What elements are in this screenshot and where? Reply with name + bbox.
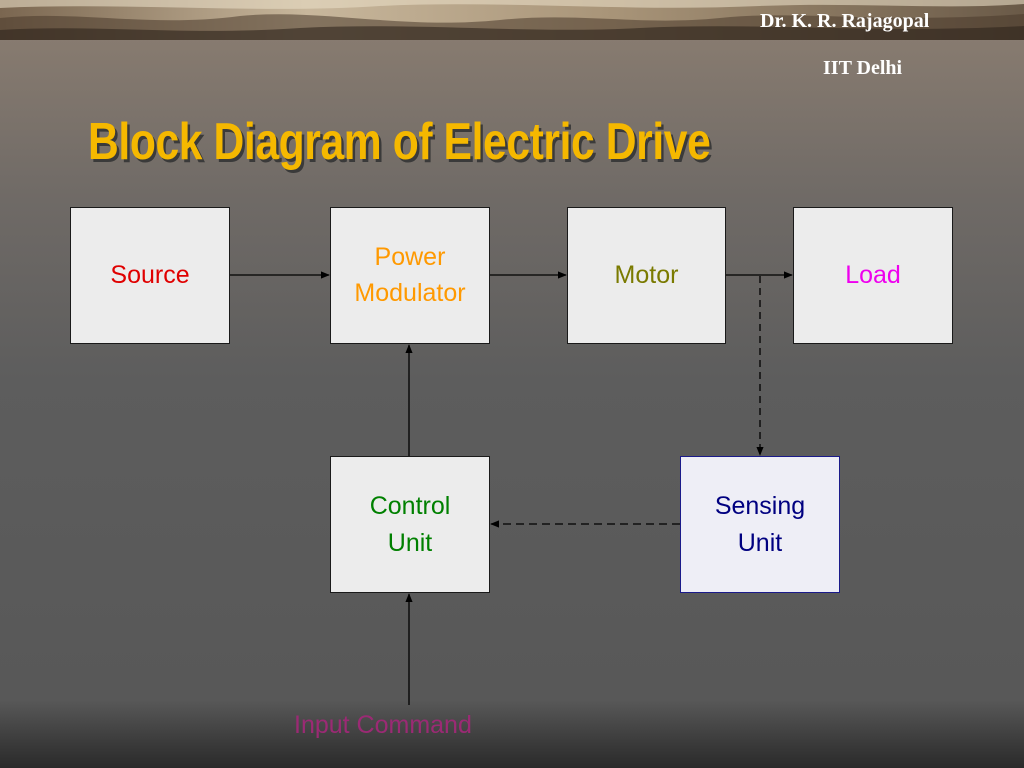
motor-label: Motor bbox=[614, 261, 679, 290]
source-block: Source bbox=[70, 207, 230, 344]
load-label: Load bbox=[845, 261, 901, 290]
control-unit-block: Control Unit bbox=[330, 456, 490, 593]
author-name: Dr. K. R. Rajagopal bbox=[760, 10, 930, 32]
power-modulator-label-line2: Modulator bbox=[354, 279, 466, 308]
control-unit-label-line2: Unit bbox=[387, 528, 433, 557]
motor-block: Motor bbox=[567, 207, 726, 344]
load-block: Load bbox=[793, 207, 953, 344]
power-modulator-block: Power Modulator bbox=[330, 207, 490, 344]
institution-name: IIT Delhi bbox=[823, 57, 903, 79]
input-command-label: Input Command bbox=[294, 711, 472, 739]
control-unit-label-line1: Control bbox=[369, 492, 451, 521]
sensing-unit-label-line2: Unit bbox=[737, 528, 783, 557]
header-banner bbox=[0, 0, 1024, 40]
source-label: Source bbox=[110, 261, 190, 290]
power-modulator-label-line1: Power bbox=[374, 243, 446, 271]
sensing-unit-block: Sensing Unit bbox=[680, 456, 840, 593]
slide-title: Block Diagram of Electric Drive bbox=[88, 113, 711, 171]
sensing-unit-label-line1: Sensing bbox=[714, 492, 806, 521]
